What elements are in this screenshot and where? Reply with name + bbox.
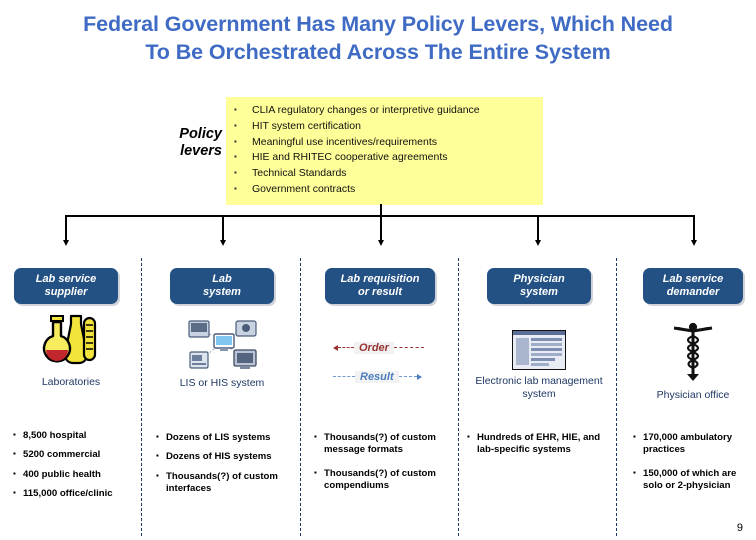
connector-arrowhead-1: [63, 240, 69, 246]
header-pill-line-1: Lab: [212, 272, 232, 285]
list-item: Dozens of LIS systems: [155, 431, 290, 444]
connector-arrowhead-2: [220, 240, 226, 246]
header-pill-line-2: or result: [357, 286, 402, 298]
policy-levers-item: HIE and RHITEC cooperative agreements: [226, 149, 543, 166]
list-item: Thousands(?) of custom interfaces: [155, 470, 290, 496]
bullet-list-lab-service-supplier: 8,500 hospital 5200 commercial 400 publi…: [12, 429, 136, 508]
column-body-lab-system: LIS or HIS system: [152, 316, 292, 390]
result-dash-right: [398, 376, 417, 377]
header-pill-line-2: demander: [666, 286, 720, 298]
list-item: Thousands(?) of custom compendiums: [313, 467, 443, 493]
policy-levers-item: Government contracts: [226, 181, 543, 198]
connector-drop-1: [65, 215, 67, 242]
column-divider-3: [458, 258, 459, 536]
arrow-right-icon: [416, 373, 422, 380]
bullet-list-lab-system: Dozens of LIS systems Dozens of HIS syst…: [155, 431, 290, 503]
lab-flask-icon: [8, 310, 134, 372]
connector-arrowhead-3: [378, 240, 384, 246]
order-result-flow-icon: Order Result: [333, 338, 433, 386]
header-pill-line-1: Lab service: [662, 272, 724, 285]
connector-stem: [380, 204, 382, 216]
order-dash-right: [393, 347, 424, 348]
order-flow-row: Order: [333, 338, 433, 357]
application-screen-glyph: [512, 330, 566, 370]
policy-levers-item: CLIA regulatory changes or interpretive …: [226, 102, 543, 119]
page-number: 9: [736, 522, 743, 534]
order-label: Order: [354, 341, 394, 354]
bullet-list-lab-requisition-or-result: Thousands(?) of custom message formats T…: [313, 431, 443, 500]
connector-drop-2: [222, 215, 224, 242]
header-pill-line-1: Lab service: [35, 272, 97, 285]
list-item: 115,000 office/clinic: [12, 487, 136, 500]
policy-levers-box: CLIA regulatory changes or interpretive …: [226, 97, 543, 205]
policy-levers-label-line-1: Policy: [179, 126, 222, 142]
computer-network-icon-caption: LIS or HIS system: [179, 377, 265, 389]
list-item: 400 public health: [12, 468, 136, 481]
connector-horizontal-bar: [65, 215, 694, 217]
list-item: Dozens of HIS systems: [155, 450, 290, 463]
policy-levers-label: Policy levers: [140, 126, 222, 160]
connector-arrowhead-4: [535, 240, 541, 246]
connector-drop-3: [380, 215, 382, 242]
list-item: 8,500 hospital: [12, 429, 136, 442]
connector-drop-4: [537, 215, 539, 242]
list-item: Thousands(?) of custom message formats: [313, 431, 443, 457]
application-screen-icon-caption: Electronic lab management system: [475, 375, 603, 400]
policy-levers-list: CLIA regulatory changes or interpretive …: [226, 97, 543, 198]
policy-levers-item: HIT system certification: [226, 118, 543, 135]
header-pill-physician-system[interactable]: Physician system: [487, 268, 591, 304]
bullet-list-lab-service-demander: 170,000 ambulatory practices 150,000 of …: [632, 431, 742, 500]
application-screen-icon: [475, 330, 603, 370]
caduceus-icon-caption: Physician office: [656, 389, 730, 401]
connector-arrowhead-5: [691, 240, 697, 246]
header-pill-lab-service-supplier[interactable]: Lab service supplier: [14, 268, 118, 304]
policy-levers-label-line-2: levers: [180, 143, 222, 159]
bullet-list-physician-system: Hundreds of EHR, HIE, and lab-specific s…: [466, 431, 606, 464]
header-pill-lab-requisition-or-result[interactable]: Lab requisition or result: [325, 268, 435, 304]
list-item: Hundreds of EHR, HIE, and lab-specific s…: [466, 431, 606, 457]
column-divider-4: [616, 258, 617, 536]
column-body-lab-service-demander: Physician office: [638, 322, 748, 402]
arrow-left-icon: [333, 344, 338, 351]
computer-network-icon: [152, 316, 292, 374]
header-pill-line-1: Physician: [513, 272, 565, 285]
column-divider-1: [141, 258, 142, 536]
page-title-line-2: To Be Orchestrated Across The Entire Sys…: [145, 40, 611, 64]
list-item: 150,000 of which are solo or 2-physician: [632, 467, 742, 493]
column-divider-2: [300, 258, 301, 536]
caduceus-icon: [638, 322, 748, 384]
page-title-line-1: Federal Government Has Many Policy Lever…: [83, 12, 673, 36]
lab-flask-icon-caption: Laboratories: [41, 376, 101, 388]
connector-drop-5: [693, 215, 695, 242]
header-pill-lab-system[interactable]: Lab system: [170, 268, 274, 304]
column-body-lab-service-supplier: Laboratories: [8, 310, 134, 389]
order-dash-left: [338, 347, 354, 348]
column-body-physician-system: Electronic lab management system: [475, 330, 603, 401]
page-title: Federal Government Has Many Policy Lever…: [0, 10, 756, 66]
header-pill-line-2: supplier: [44, 286, 88, 298]
result-dash-left: [333, 376, 355, 377]
result-label: Result: [355, 370, 399, 383]
policy-levers-item: Technical Standards: [226, 165, 543, 182]
policy-levers-item: Meaningful use incentives/requirements: [226, 134, 543, 151]
header-pill-line-2: system: [203, 286, 241, 298]
header-pill-line-1: Lab requisition: [340, 272, 420, 285]
result-flow-row: Result: [333, 367, 433, 386]
header-pill-lab-service-demander[interactable]: Lab service demander: [643, 268, 743, 304]
list-item: 5200 commercial: [12, 448, 136, 461]
header-pill-line-2: system: [520, 286, 558, 298]
list-item: 170,000 ambulatory practices: [632, 431, 742, 457]
